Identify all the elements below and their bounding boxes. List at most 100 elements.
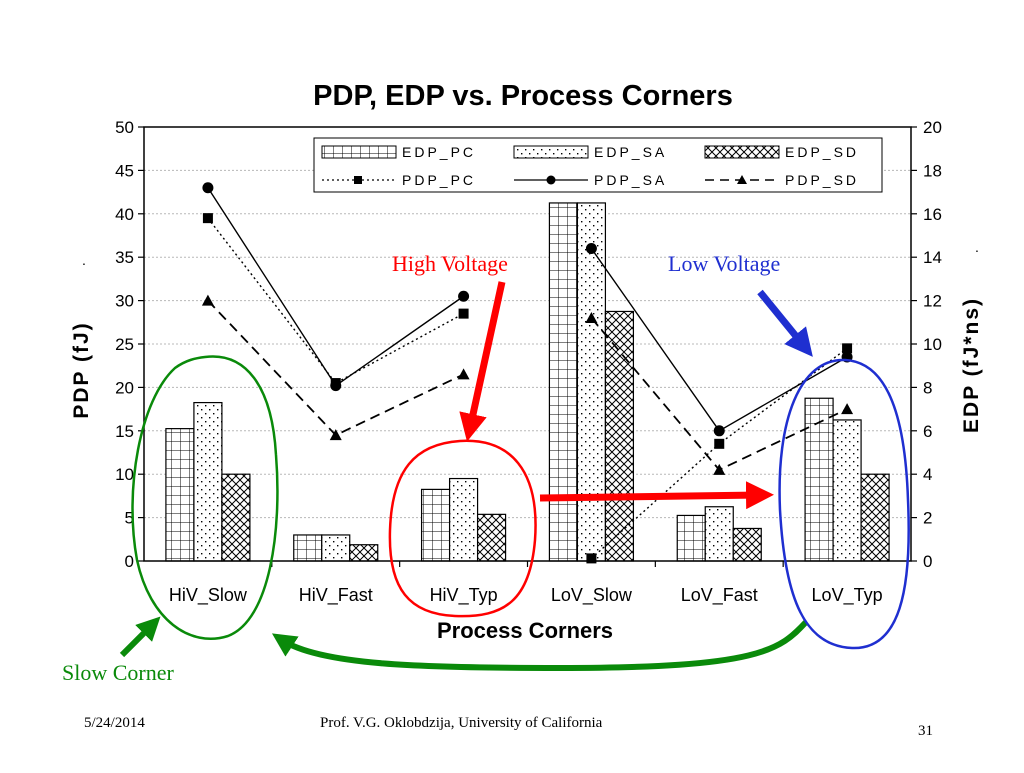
point-pdp-sa-hiv-fast [330,380,342,392]
bar-edp-pc-lov-typ [804,397,834,562]
x-tick-label-lov-typ: LoV_Typ [812,585,883,606]
bars [165,202,890,562]
y-right-tick-label-6: 12 [923,292,942,311]
line-pdp-sa-segment-1 [207,187,464,387]
point-pdp-sa-hiv-typ [458,290,470,302]
point-pdp-sd-hiv-slow [201,294,214,306]
point-pdp-sd-hiv-fast [329,429,342,441]
dot-right: · [975,242,980,258]
y-right-tick-label-2: 4 [923,465,932,484]
bar-edp-pc-hiv-slow [165,428,195,562]
bar-edp-sa-lov-fast [704,506,734,562]
dot-left: · [82,255,87,271]
blue-arrow [757,289,813,357]
legend-swatch-edp-sd [704,145,780,159]
y-left-tick-label-0: 0 [125,552,134,571]
y-right-tick-label-5: 10 [923,335,942,354]
green-ellipse-hiv-slow [131,355,279,640]
green-arrow-slow-corner [119,616,161,658]
red-arrow-right [539,481,774,510]
bar-edp-sd-hiv-fast [349,544,379,562]
y-axis-right-label: EDP (fJ*ns) [960,297,983,433]
green-curved-arrow [271,619,809,672]
chart-title: PDP, EDP vs. Process Corners [313,80,733,112]
bar-edp-sd-lov-typ [860,473,890,562]
bar-edp-sa-hiv-slow [193,401,223,562]
legend-swatch-edp-pc [321,145,397,159]
point-pdp-sa-lov-slow [585,243,597,255]
x-tick-label-hiv-fast: HiV_Fast [299,585,373,606]
legend-label-pdp-pc: PDP_PC [402,172,476,188]
x-axis-label: Process Corners [437,618,613,643]
bar-edp-pc-lov-fast [676,514,706,562]
point-pdp-sa-lov-fast [713,425,725,437]
y-left-tick-label-6: 30 [115,292,134,311]
label-slow-corner: Slow Corner [62,660,175,685]
footer-page-number: 31 [918,723,933,739]
y-left-tick-label-10: 50 [115,118,134,137]
point-pdp-pc-lov-fast [714,438,725,449]
legend-swatch-edp-sa [513,145,589,159]
footer-date: 5/24/2014 [84,715,145,731]
bar-edp-sd-hiv-slow [221,473,251,562]
y-left-tick-label-2: 10 [115,465,134,484]
y-axis-right-ticks: 0 2 4 6 8 10 12 14 16 18 20 [911,118,942,571]
bar-edp-sd-hiv-typ [476,513,507,562]
bar-edp-pc-hiv-fast [293,534,323,562]
y-right-tick-label-10: 20 [923,118,942,137]
y-right-tick-label-3: 6 [923,422,932,441]
point-pdp-pc-hiv-typ [458,308,469,319]
y-left-tick-label-1: 5 [125,509,134,528]
legend-label-edp-sa: EDP_SA [594,144,667,160]
bar-edp-sa-lov-slow [576,202,607,562]
y-right-tick-label-4: 8 [923,378,932,397]
point-pdp-sd-lov-typ [841,403,854,415]
blue-ellipse-lov-typ [778,358,910,650]
point-pdp-pc-lov-slow [586,553,597,564]
point-pdp-sd-lov-slow [585,311,598,323]
bar-edp-sa-hiv-fast [321,534,351,562]
y-left-tick-label-7: 35 [115,248,134,267]
y-right-tick-label-8: 16 [923,205,942,224]
bar-edp-sd-lov-fast [732,527,762,562]
y-left-tick-label-9: 45 [115,161,134,180]
red-arrow-down [459,281,506,442]
point-pdp-pc-lov-typ [842,343,853,354]
y-left-tick-label-4: 20 [115,378,134,397]
red-ellipse-hiv-typ [388,439,537,618]
bar-edp-pc-lov-slow [548,202,579,562]
x-tick-label-lov-slow: LoV_Slow [551,585,633,606]
legend-label-pdp-sd: PDP_SD [785,172,859,188]
point-pdp-sd-lov-fast [713,463,726,475]
x-tick-label-hiv-slow: HiV_Slow [169,585,248,606]
line-pdp-pc-segment-1 [207,217,464,384]
point-pdp-sd-hiv-typ [457,368,470,380]
label-low-voltage: Low Voltage [668,251,780,276]
y-right-tick-label-9: 18 [923,161,942,180]
legend: EDP_PC EDP_SA EDP_SD PDP_PC PDP_SA PDP_S… [313,137,883,193]
x-axis-category-labels: HiV_Slow HiV_Fast HiV_Typ LoV_Slow LoV_Fast L… [169,561,883,606]
gridlines [144,169,911,519]
label-high-voltage: High Voltage [392,251,508,276]
legend-label-pdp-sa: PDP_SA [594,172,667,188]
legend-marker-pdp-sd [737,175,747,184]
bar-edp-pc-hiv-typ [420,488,451,562]
y-right-tick-label-7: 14 [923,248,942,267]
legend-marker-pdp-pc [354,176,362,184]
bar-edp-sa-hiv-typ [448,477,479,562]
bar-edp-sd-lov-slow [604,310,635,562]
x-tick-label-hiv-typ: HiV_Typ [430,585,498,606]
y-right-tick-label-0: 0 [923,552,932,571]
lines [201,182,854,564]
y-left-tick-label-3: 15 [115,422,134,441]
y-left-tick-label-5: 25 [115,335,134,354]
y-right-tick-label-1: 2 [923,509,932,528]
y-axis-left-label: PDP (fJ) [70,321,93,418]
legend-label-edp-pc: EDP_PC [402,144,476,160]
point-pdp-pc-hiv-slow [202,213,213,224]
legend-label-edp-sd: EDP_SD [785,144,859,160]
x-tick-label-lov-fast: LoV_Fast [681,585,758,606]
